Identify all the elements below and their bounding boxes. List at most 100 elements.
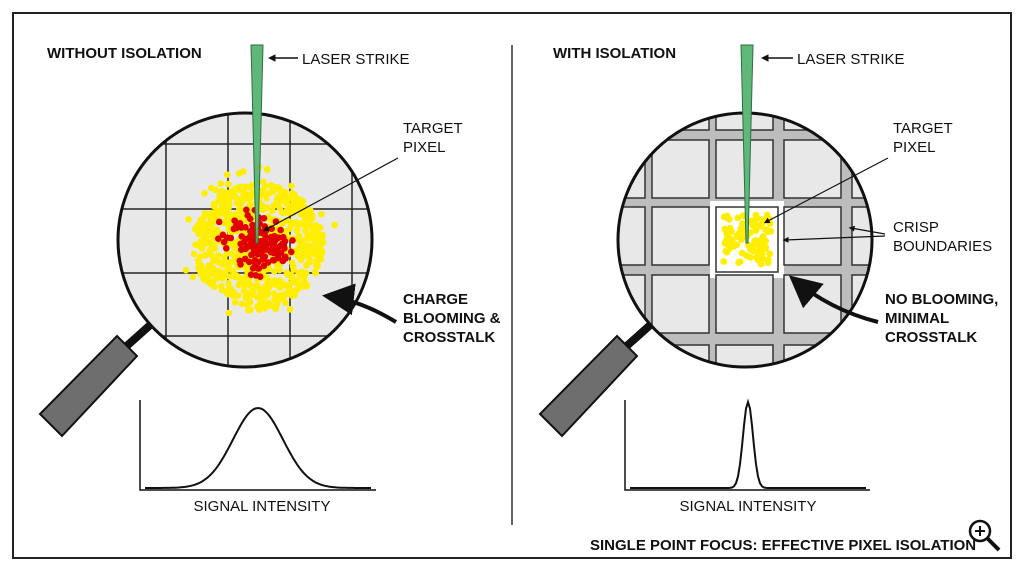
effect-label: BLOOMING &: [403, 310, 501, 327]
charge-dot: [276, 277, 284, 285]
charge-dot: [276, 284, 284, 292]
charge-dot: [201, 209, 209, 217]
charge-dot: [230, 187, 238, 195]
charge-dot: [273, 235, 280, 243]
graph-label: SIGNAL INTENSITY: [194, 498, 331, 515]
charge-dot: [723, 212, 731, 220]
charge-dot: [215, 235, 222, 243]
charge-dot: [287, 248, 295, 256]
charge-dot: [255, 265, 263, 272]
charge-dot: [245, 307, 252, 314]
charge-dot: [197, 253, 204, 260]
charge-dot: [743, 252, 751, 260]
laser-label: LASER STRIKE: [797, 51, 905, 68]
pixel-cell: [618, 206, 646, 266]
charge-dot: [215, 218, 223, 226]
zoom-in-icon[interactable]: [968, 519, 1001, 552]
charge-dot: [317, 252, 324, 259]
effect-label: CROSSTALK: [403, 329, 495, 346]
charge-dot: [231, 298, 239, 306]
charge-dot: [206, 230, 214, 238]
charge-dot: [258, 245, 266, 252]
charge-dot: [226, 195, 234, 202]
pixel-cell: [715, 344, 774, 367]
target-label: TARGET: [403, 120, 463, 137]
charge-dot: [734, 214, 742, 222]
target-arrow: [262, 157, 399, 232]
charge-dot: [208, 184, 215, 192]
charge-dot: [245, 295, 252, 303]
signal-graph: SIGNAL INTENSITY: [139, 400, 376, 515]
pixel-cell: [618, 139, 646, 199]
charge-dot: [241, 282, 249, 290]
pixel-cell: [651, 206, 710, 266]
charge-dot: [724, 234, 732, 242]
charge-dot: [200, 276, 208, 283]
charge-dot: [263, 166, 271, 173]
charge-dot: [300, 270, 307, 278]
charge-dot: [331, 221, 338, 229]
charge-dot: [220, 238, 228, 246]
charge-dot: [260, 178, 267, 186]
charge-dot: [246, 228, 254, 235]
charge-dot: [239, 275, 246, 282]
charge-dot: [223, 171, 231, 178]
target-label: TARGET: [893, 120, 953, 137]
charge-dot: [303, 262, 310, 269]
contained-charge: [720, 211, 775, 268]
charge-dot: [265, 299, 272, 307]
charge-dot: [227, 250, 235, 257]
charge-dot: [234, 292, 242, 299]
pixel-cell: [651, 139, 710, 199]
charge-dot: [762, 226, 770, 234]
charge-dot: [225, 180, 232, 188]
charge-dot: [307, 231, 315, 238]
charge-dot: [234, 251, 242, 258]
charge-dot: [199, 237, 206, 245]
charge-dot: [246, 200, 254, 208]
charge-dot: [220, 253, 228, 260]
charge-dot: [301, 280, 309, 287]
charge-dot: [195, 264, 202, 271]
charge-dot: [226, 284, 234, 292]
charge-dot: [210, 241, 218, 249]
boundary-label: CRISP: [893, 219, 939, 236]
charge-dot: [291, 201, 299, 209]
charge-dot: [201, 189, 208, 197]
charge-dot: [288, 259, 296, 267]
charge-dot: [281, 253, 289, 261]
charge-dot: [257, 288, 264, 296]
charge-dot: [288, 182, 295, 190]
charge-dot: [247, 183, 254, 191]
charge-dot: [296, 238, 303, 245]
charge-dot: [202, 268, 210, 275]
laser-beam: [740, 44, 754, 244]
charge-dot: [195, 230, 202, 238]
charge-dot: [273, 197, 281, 205]
charge-dot: [225, 201, 233, 208]
charge-dot: [720, 258, 728, 265]
charge-dot: [270, 268, 278, 275]
charge-dot: [752, 237, 759, 244]
charge-dot: [255, 306, 263, 313]
charge-dot: [756, 223, 764, 230]
charge-dot: [293, 227, 301, 234]
charge-dot: [288, 190, 296, 197]
charge-dot: [272, 305, 279, 313]
charge-dot: [216, 271, 223, 278]
charge-dot: [276, 266, 283, 274]
charge-dot: [319, 231, 326, 239]
pixel-cell: [783, 206, 842, 266]
charge-dot: [748, 217, 756, 225]
charge-dot: [239, 188, 247, 195]
magnifier-handle: [538, 315, 661, 438]
right-title: WITH ISOLATION: [553, 45, 676, 62]
charge-dot: [302, 218, 310, 225]
charge-dot: [318, 210, 325, 218]
boundary-arrow: [848, 225, 886, 235]
charge-dot: [231, 273, 238, 280]
charge-dot: [309, 223, 317, 231]
charge-dot: [195, 258, 202, 266]
effect-label: CHARGE: [403, 291, 468, 308]
